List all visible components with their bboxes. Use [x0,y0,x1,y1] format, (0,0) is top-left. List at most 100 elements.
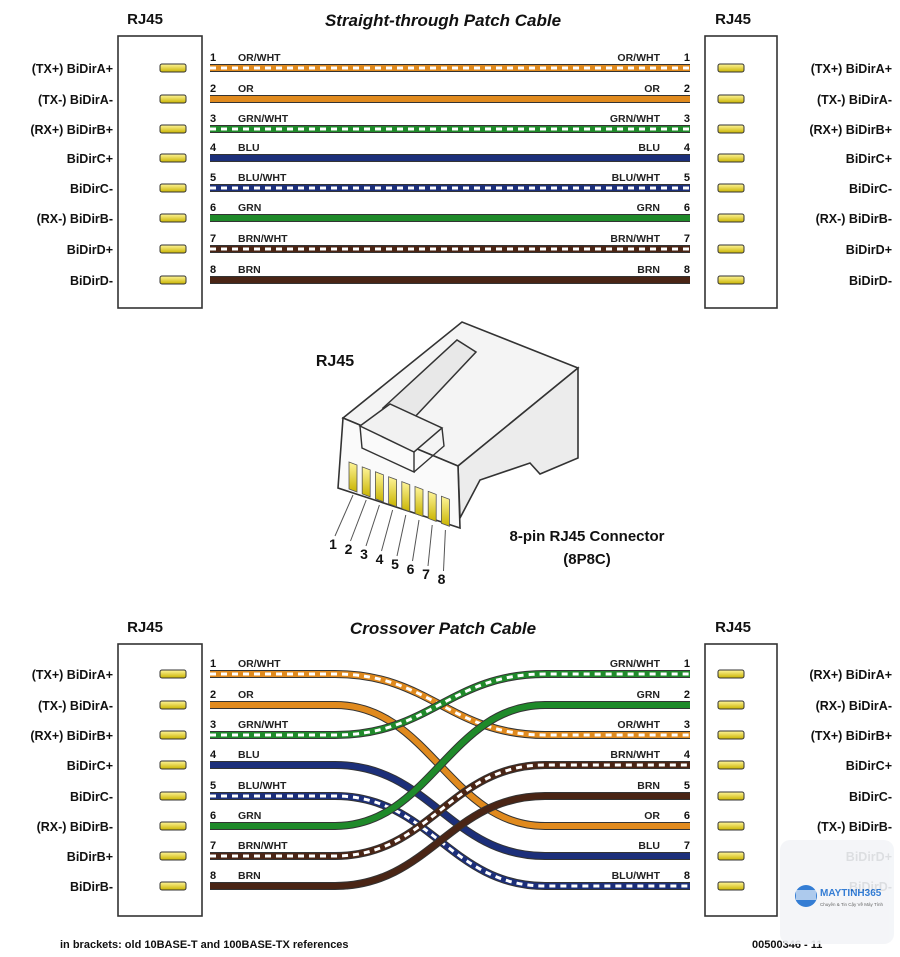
straight-right-connector [704,35,778,309]
crossover-left-pin-number: 4 [210,749,217,761]
straight-title: Straight-through Patch Cable [325,11,561,30]
crossover-left-pin-number: 8 [210,870,216,882]
crossover-left-pin-1 [159,669,187,679]
crossover-right-wire-label: BRN/WHT [610,749,660,761]
straight-right-pin-number: 3 [684,113,690,125]
straight-right-wire-label: BRN/WHT [610,233,660,245]
crossover-left-wire-label: GRN/WHT [238,719,289,731]
connector-pin-number: 2 [345,541,353,557]
straight-left-pin-number: 7 [210,233,216,245]
crossover-right-signal: (RX-) BiDirA- [816,699,892,713]
crossover-left-signal: (RX+) BiDirB+ [30,729,113,743]
pin-leader [381,509,394,552]
straight-right-pin-4 [717,153,745,163]
straight-right-wire-label: BLU [638,142,660,154]
crossover-left-signal: (TX-) BiDirA- [38,699,113,713]
crossover-wire-3-stripe [210,672,690,737]
pin-leader [365,504,380,547]
connector-contact-2 [361,466,371,498]
straight-right-wire-label: OR/WHT [617,52,660,64]
crossover-left-pin-7 [159,851,187,861]
crossover-right-signal: BiDirC+ [846,759,892,773]
connector-contact-3 [374,471,384,503]
crossover-right-pin-number: 2 [684,689,690,701]
connector-pin-number: 1 [329,536,337,552]
connector-pin-number: 6 [407,561,415,577]
straight-left-wire-label: BLU [238,142,260,154]
crossover-right-pin-3 [717,730,745,740]
crossover-right-wire-label: GRN/WHT [610,658,661,670]
crossover-right-pin-number: 5 [684,780,690,792]
crossover-wire-8-core [210,793,690,889]
straight-left-pin-1 [159,63,187,73]
connector-pin-number: 7 [422,566,430,582]
connector-pin-number: 8 [438,571,446,587]
crossover-right-pin-7 [717,851,745,861]
straight-left-signal: (RX-) BiDirB- [37,212,113,226]
straight-left-pin-number: 4 [210,142,217,154]
crossover-right-wire-label: BRN [637,780,660,792]
crossover-right-pin-number: 7 [684,840,690,852]
pin-leader [412,519,420,562]
crossover-left-signal: (RX-) BiDirB- [37,820,113,834]
crossover-right-pin-2 [717,700,745,710]
straight-right-header: RJ45 [715,11,751,28]
straight-left-wire-label: GRN/WHT [238,113,289,125]
straight-left-signal: BiDirD+ [67,243,113,257]
straight-left-wire-label: BLU/WHT [238,172,287,184]
crossover-right-pin-number: 1 [684,658,690,670]
crossover-left-pin-number: 3 [210,719,216,731]
connector-contact-7 [427,490,437,522]
crossover-right-signal: (TX-) BiDirB- [817,820,892,834]
crossover-left-wire-label: BLU [238,749,260,761]
connector-caption-line1: 8-pin RJ45 Connector [509,528,664,545]
straight-right-pin-1 [717,63,745,73]
connector-side-face [457,366,579,522]
straight-left-pin-7 [159,244,187,254]
crossover-wire-5-stripe [210,794,690,888]
crossover-left-pin-number: 5 [210,780,216,792]
crossover-right-pin-number: 8 [684,870,690,882]
straight-right-pin-number: 4 [684,142,691,154]
straight-left-pin-6 [159,213,187,223]
straight-right-pin-8 [717,275,745,285]
straight-right-signal: BiDirC- [849,182,892,196]
straight-left-pin-number: 8 [210,264,216,276]
crossover-right-pin-number: 3 [684,719,690,731]
crossover-left-signal: BiDirC- [70,790,113,804]
pin-leader [443,529,446,572]
pin-leader [396,514,407,557]
straight-right-signal: (RX-) BiDirB- [816,212,892,226]
straight-right-pin-2 [717,94,745,104]
crossover-left-pin-number: 2 [210,689,216,701]
straight-through-section: Straight-through Patch Cable RJ45 RJ45 1… [30,11,892,309]
connector-contact-1 [348,461,358,493]
straight-right-pin-number: 1 [684,52,690,64]
footer-note: in brackets: old 10BASE-T and 100BASE-TX… [60,939,349,951]
straight-left-pin-number: 2 [210,83,216,95]
crossover-left-signal: BiDirB+ [67,850,113,864]
straight-left-pin-4 [159,153,187,163]
crossover-right-connector [704,643,778,917]
straight-right-pin-6 [717,213,745,223]
crossover-right-wire-label: BLU/WHT [612,870,661,882]
connector-contact-4 [388,476,398,508]
straight-left-wire-label: OR/WHT [238,52,281,64]
straight-left-signal: BiDirC+ [67,152,113,166]
crossover-right-pin-number: 4 [684,749,691,761]
straight-left-pin-number: 5 [210,172,216,184]
crossover-wire-6-core [210,702,690,829]
straight-right-signal: BiDirD+ [846,243,892,257]
crossover-left-pin-4 [159,760,187,770]
connector-caption-line2: (8P8C) [563,551,611,568]
straight-left-signal: (TX+) BiDirA+ [32,62,113,76]
connector-title: RJ45 [316,353,354,370]
crossover-left-pin-5 [159,791,187,801]
crossover-left-pin-number: 1 [210,658,216,670]
crossover-left-signal: (TX+) BiDirA+ [32,668,113,682]
straight-left-wire-label: BRN [238,264,261,276]
connector-pin-number: 4 [376,551,384,567]
straight-left-pin-number: 6 [210,202,216,214]
straight-right-wire-label: BLU/WHT [612,172,661,184]
